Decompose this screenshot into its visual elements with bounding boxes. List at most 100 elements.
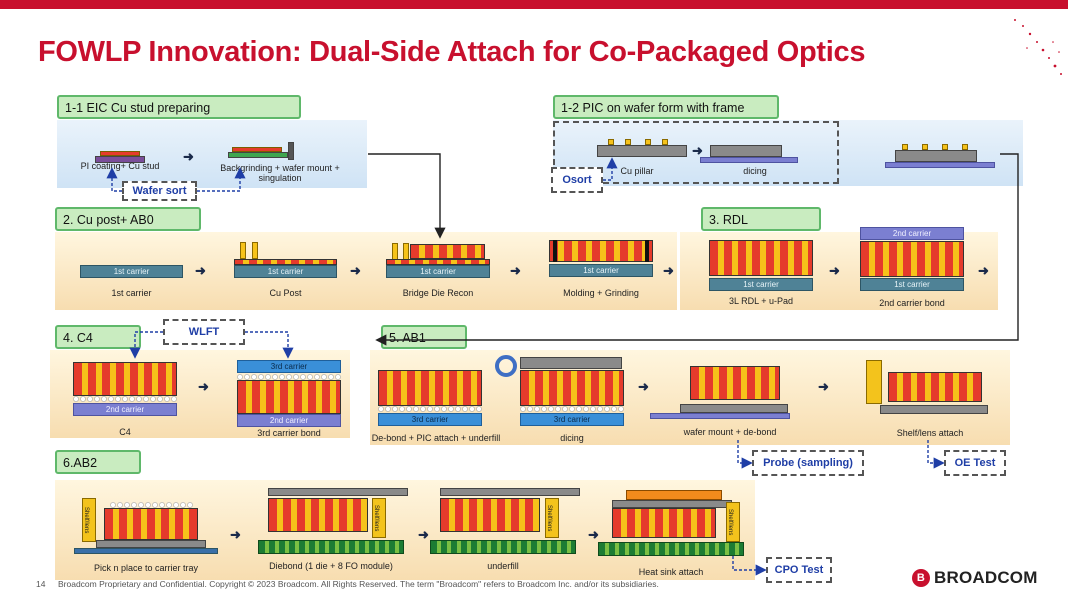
ab1-bumps	[378, 406, 482, 412]
shelf-lens-label: Shelf/lens	[373, 504, 379, 532]
section-2-header: 2. Cu post+ AB0	[55, 207, 201, 231]
s5-step3-label: wafer mount + de-bond	[683, 427, 777, 437]
section-5-header: 5. AB1	[381, 325, 467, 349]
cu-pillar	[625, 139, 631, 145]
cu-pillar	[645, 139, 651, 145]
substrate-board	[598, 542, 744, 556]
flow-arrow-icon: ➜	[978, 263, 989, 278]
dicing-label: dicing	[743, 166, 767, 176]
first-carrier: 1st carrier	[860, 278, 964, 291]
diebond-head	[440, 488, 580, 496]
s2-step2-label: Cu Post	[269, 288, 302, 298]
flow-arrow-icon: ➜	[829, 263, 840, 278]
s11-step2a-label: Backgrinding + wafer mount +	[220, 163, 340, 173]
probe-sampling-box: Probe (sampling)	[752, 450, 864, 476]
section-6-header: 6.AB2	[55, 450, 141, 474]
mold-post	[553, 240, 557, 262]
diebond-head	[268, 488, 408, 496]
footer-legal-text: Broadcom Proprietary and Confidential. C…	[58, 579, 659, 589]
s11-step1-label: PI coating+ Cu stud	[80, 161, 160, 171]
flow-arrow-icon: ➜	[818, 379, 829, 394]
cu-post	[240, 242, 246, 259]
s2-step3-label: Bridge Die Recon	[402, 288, 474, 298]
diced-pic	[710, 145, 782, 157]
s5-step1-label: De-bond + PIC attach + underfill	[371, 433, 501, 443]
first-carrier: 1st carrier	[549, 264, 653, 277]
s6-step1-label: Pick n place to carrier tray	[93, 563, 199, 573]
ab2-package	[268, 498, 368, 532]
flow-arrow-icon: ➜	[195, 263, 206, 278]
flow-arrow-icon: ➜	[692, 143, 703, 158]
carrier-tray	[74, 548, 218, 554]
top-brand-bar	[0, 0, 1068, 9]
pic-die	[880, 405, 988, 414]
rdl-package	[709, 240, 813, 276]
cu-pillar-label: Cu pillar	[620, 166, 654, 176]
backgrind-wafer	[228, 152, 288, 158]
pic-die	[680, 404, 788, 413]
c4-package	[237, 380, 341, 414]
cu-post	[252, 242, 258, 259]
ab2-package	[104, 508, 198, 540]
flow-arrow-icon: ➜	[230, 527, 241, 542]
substrate-board	[258, 540, 404, 554]
cu-stud-layer	[100, 151, 140, 156]
rdl-layer	[386, 259, 490, 265]
wafer-sort-box: Wafer sort	[122, 181, 197, 201]
flow-arrow-icon: ➜	[663, 263, 674, 278]
flow-arrow-icon: ➜	[418, 527, 429, 542]
mold-post	[645, 240, 649, 262]
broadcom-logo-icon: B	[912, 569, 930, 587]
dicing-blade-icon	[495, 355, 517, 377]
mount-frame	[288, 142, 294, 160]
s4-step1-label: C4	[119, 427, 131, 437]
pic-frame	[885, 162, 995, 168]
page-number: 14	[36, 579, 46, 589]
osort-box: Osort	[551, 167, 603, 193]
s4-step2-label: 3rd carrier bond	[257, 428, 321, 438]
second-carrier: 2nd carrier	[237, 414, 341, 427]
cu-pillar	[962, 144, 968, 150]
first-carrier: 1st carrier	[386, 265, 490, 278]
ab1-bumps	[520, 406, 624, 412]
cu-pillar	[662, 139, 668, 145]
s5-step4-label: Shelf/lens attach	[896, 428, 964, 438]
molded-recon	[549, 240, 653, 262]
dicing-frame	[700, 157, 798, 163]
section-3-header: 3. RDL	[701, 207, 821, 231]
flow-arrow-icon: ➜	[198, 379, 209, 394]
s3-step2-label: 2nd carrier bond	[879, 298, 945, 308]
shelf-lens	[372, 498, 386, 538]
ab1-package	[690, 366, 780, 400]
section-4-header: 4. C4	[55, 325, 141, 349]
c4-bumps	[237, 374, 341, 380]
first-carrier: 1st carrier	[709, 278, 813, 291]
second-carrier: 2nd carrier	[73, 403, 177, 416]
s5-step2-label: dicing	[560, 433, 584, 443]
c4-bumps	[73, 396, 177, 402]
flow-arrow-icon: ➜	[183, 149, 194, 164]
flow-arrow-icon: ➜	[510, 263, 521, 278]
rdl-package	[860, 241, 964, 277]
shelf-lens-label: Shelf/lens	[727, 508, 733, 536]
cu-pillar	[902, 144, 908, 150]
decorative-dots	[1014, 19, 1062, 75]
shelf-lens	[545, 498, 559, 538]
s11-step2b-label: singulation	[258, 173, 302, 183]
shelf-lens-label: Shelf/lens	[83, 506, 89, 534]
ab2-package	[440, 498, 540, 532]
cu-pillar	[608, 139, 614, 145]
oe-test-box: OE Test	[944, 450, 1006, 476]
shelf-lens-label: Shelf/lens	[546, 504, 552, 532]
s2-step1-label: 1st carrier	[111, 288, 152, 298]
cpo-test-box: CPO Test	[766, 557, 832, 583]
first-carrier: 1st carrier	[234, 265, 337, 278]
s6-step2-label: Diebond (1 die + 8 FO module)	[269, 561, 393, 571]
first-carrier: 1st carrier	[80, 265, 183, 278]
flow-arrow-icon: ➜	[588, 527, 599, 542]
bridge-die	[410, 244, 485, 259]
pic-group-frame	[553, 121, 839, 184]
section-1-1-header: 1-1 EIC Cu stud preparing	[57, 95, 301, 119]
